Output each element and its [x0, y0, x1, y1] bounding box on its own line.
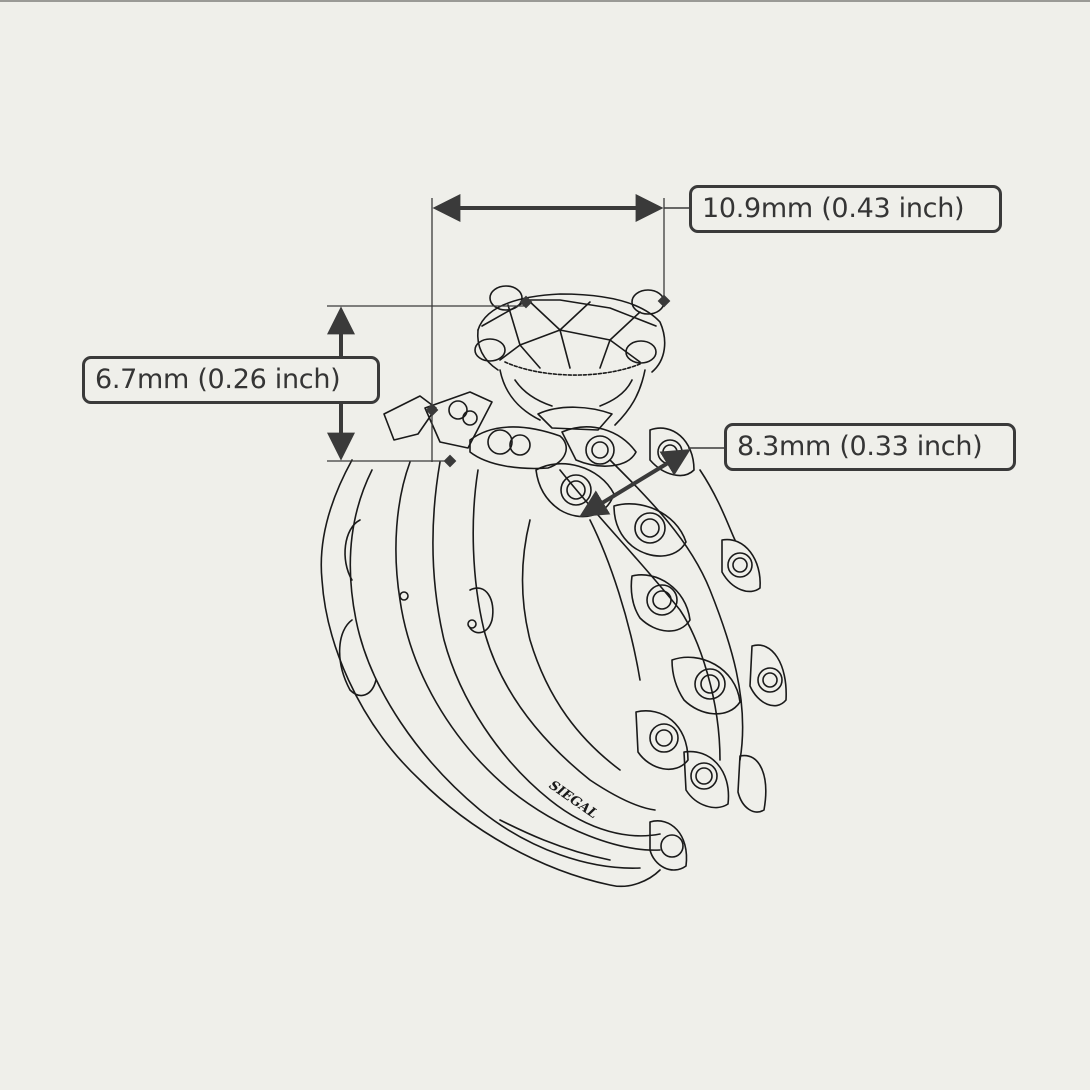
dimension-band	[579, 447, 724, 517]
top-border	[0, 0, 1090, 2]
shoulder-settings	[383, 391, 568, 470]
dimension-label-width: 10.9mm (0.43 inch)	[689, 185, 1002, 233]
dimension-label-height: 6.7mm (0.26 inch)	[82, 356, 380, 404]
dimension-label-band-width: 8.3mm (0.33 inch)	[724, 423, 1016, 471]
center-stone	[474, 285, 666, 431]
dimension-width	[431, 194, 689, 462]
ring-line-art	[320, 285, 787, 888]
ring-shank	[320, 459, 661, 888]
